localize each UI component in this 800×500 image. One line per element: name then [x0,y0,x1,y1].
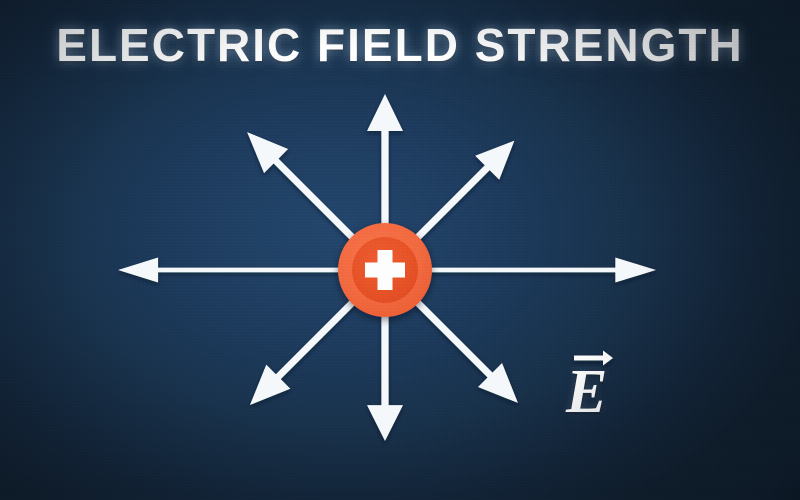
positive-charge [338,223,432,317]
e-symbol: E [566,358,608,426]
electric-field-vector-label: E [566,345,646,425]
